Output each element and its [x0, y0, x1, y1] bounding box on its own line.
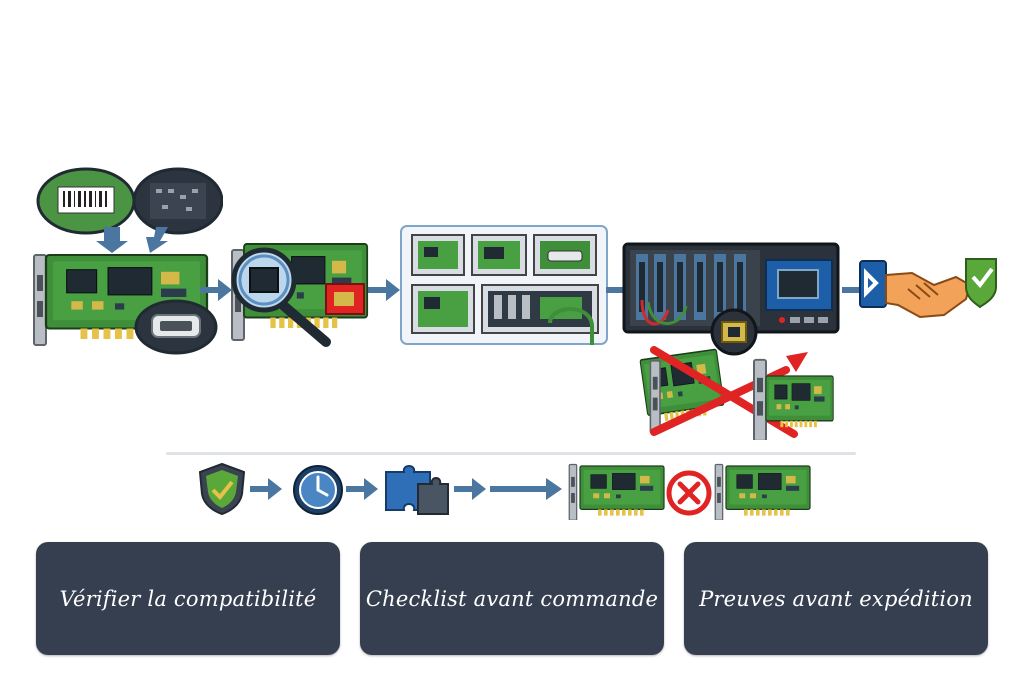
bottom-long-arrow	[490, 477, 564, 501]
section-divider	[166, 452, 856, 455]
step-inspection	[230, 240, 370, 350]
pcb-card-icon	[568, 462, 668, 520]
step-server-rack	[622, 240, 842, 356]
panel-shipping-proof: Preuves avant expédition	[684, 542, 988, 655]
rejected-swap	[636, 340, 836, 440]
magnifier-inspection-icon	[231, 242, 369, 347]
pcb-card-icon	[714, 462, 814, 520]
bottom-arrow-2	[346, 477, 382, 501]
panel-label: Vérifier la compatibilité	[59, 586, 317, 611]
step-component-grid	[400, 225, 608, 345]
clock-icon	[292, 464, 344, 516]
no-entry-icon	[666, 470, 712, 516]
puzzle-icon	[382, 462, 452, 518]
shield-check-icon	[198, 462, 246, 516]
handshake-icon	[859, 258, 997, 319]
panel-order-checklist: Checklist avant commande	[360, 542, 664, 655]
step-pcb-card	[28, 165, 223, 360]
pcb-card-with-callouts-icon	[33, 167, 223, 355]
step-handshake	[858, 255, 1000, 325]
bottom-arrow-1	[250, 477, 286, 501]
panel-compatibility: Vérifier la compatibilité	[36, 542, 340, 655]
flow-arrow-2	[368, 278, 404, 302]
panel-label: Preuves avant expédition	[699, 586, 973, 611]
crossed-out-card-swap-icon	[639, 346, 834, 440]
component-grid-icon	[400, 225, 608, 345]
panel-label: Checklist avant commande	[365, 586, 659, 611]
server-rack-icon	[622, 242, 840, 356]
bottom-arrow-3	[454, 477, 490, 501]
